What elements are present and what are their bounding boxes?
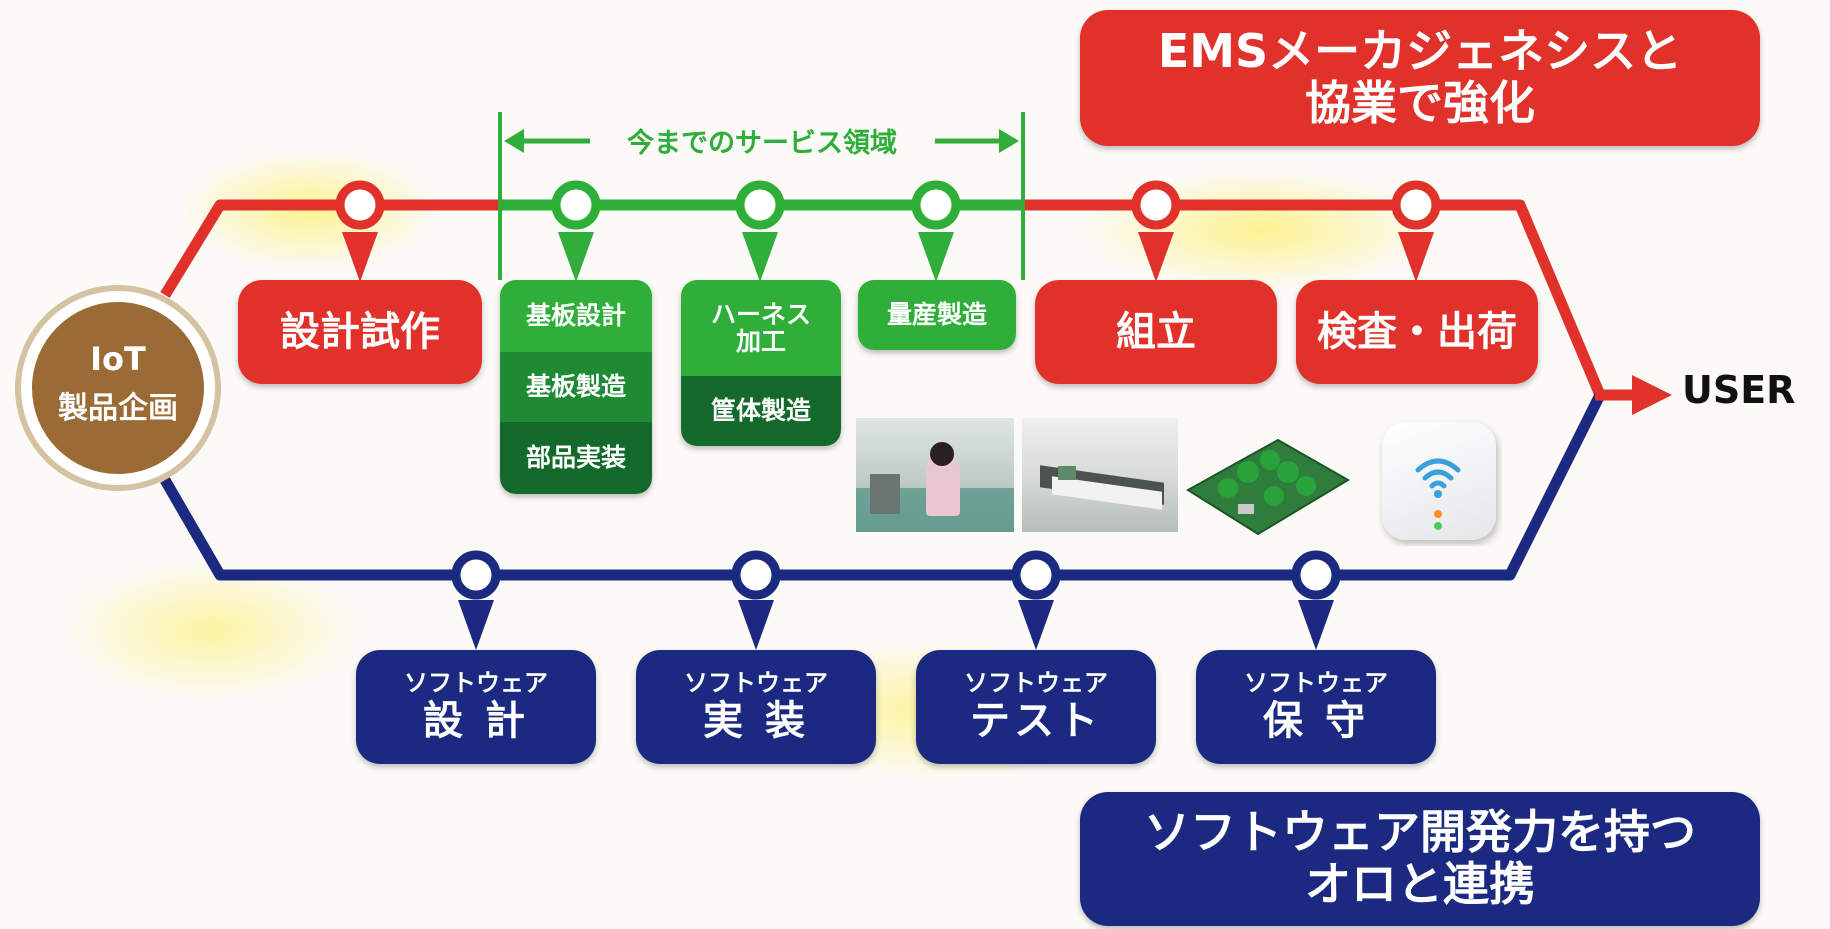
ems-partnership-callout: EMSメーカジェネシスと 協業で強化	[1080, 10, 1760, 146]
hardware-route-left	[160, 199, 500, 298]
sw-step-maintenance-main: 保 守	[1263, 697, 1369, 744]
station-node	[911, 180, 961, 230]
sw-step-design-top: ソフトウェア	[404, 669, 548, 698]
wifi-device-photo	[1378, 418, 1502, 546]
user-label: USER	[1682, 368, 1796, 412]
station-node	[551, 180, 601, 230]
range-arrow-left-head	[504, 129, 524, 153]
station-node	[335, 180, 385, 230]
pointer-sw-maintain	[1298, 600, 1334, 650]
sw-step-maintenance-top: ソフトウェア	[1244, 669, 1388, 698]
sw-step-implementation-main: 実 装	[703, 697, 809, 744]
station-node	[1391, 180, 1441, 230]
board-process-block: 基板設計 基板製造 部品実装	[500, 280, 652, 494]
pointer-mass-production	[918, 232, 954, 282]
software-route	[160, 392, 1605, 581]
production-line-photo	[1022, 418, 1178, 532]
sw-step-maintenance: ソフトウェア 保 守	[1196, 650, 1436, 764]
station-node	[1011, 550, 1061, 600]
step-prototype-label: 設計試作	[280, 309, 440, 355]
station-node	[1291, 550, 1341, 600]
step-harness-line-1: ハーネス	[710, 299, 811, 329]
range-label: 今までのサービス領域	[627, 127, 897, 159]
sw-step-implementation: ソフトウェア 実 装	[636, 650, 876, 764]
mass-production-block: 量産製造	[858, 280, 1016, 350]
step-board-manufacturing: 基板製造	[500, 352, 652, 422]
station-node	[731, 550, 781, 600]
sw-step-test-main: テスト	[970, 697, 1102, 744]
sw-step-design-main: 設 計	[423, 697, 529, 744]
station-node	[451, 550, 501, 600]
pointer-sw-test	[1018, 600, 1054, 650]
station-node	[735, 180, 785, 230]
step-inspection-label: 検査・出荷	[1317, 309, 1517, 355]
step-harness: ハーネス 加工	[681, 280, 841, 376]
software-partnership-callout: ソフトウェア開発力を持つ オロと連携	[1080, 792, 1760, 926]
start-node-label-1: IoT	[90, 340, 146, 378]
sw-step-design: ソフトウェア 設 計	[356, 650, 596, 764]
sw-step-test-top: ソフトウェア	[964, 669, 1108, 698]
circuit-board-photo	[1178, 410, 1356, 546]
range-label-bg	[590, 122, 935, 160]
factory-worker-photo	[856, 418, 1014, 532]
pointer-board-design	[558, 232, 594, 282]
step-inspection-shipping: 検査・出荷	[1296, 280, 1538, 384]
step-enclosure: 筐体製造	[681, 376, 841, 446]
pointer-prototype	[342, 232, 378, 282]
pointer-inspection	[1398, 232, 1434, 282]
ems-callout-line-2: 協業で強化	[1305, 76, 1535, 130]
pointer-harness	[742, 232, 778, 282]
start-node-label-2: 製品企画	[58, 391, 178, 426]
wifi-icon	[1415, 458, 1461, 498]
range-arrow-right-head	[999, 129, 1019, 153]
pointer-sw-design	[458, 600, 494, 650]
step-assembly: 組立	[1035, 280, 1277, 384]
ems-callout-line-1: EMSメーカジェネシスと	[1157, 24, 1683, 79]
sw-step-implementation-top: ソフトウェア	[684, 669, 828, 698]
software-callout-line-1: ソフトウェア開発力を持つ	[1144, 805, 1696, 860]
sw-step-test: ソフトウェア テスト	[916, 650, 1156, 764]
harness-process-block: ハーネス 加工 筐体製造	[681, 280, 841, 446]
pointer-sw-implement	[738, 600, 774, 650]
hardware-route-right	[1025, 199, 1606, 398]
step-prototype: 設計試作	[238, 280, 482, 384]
step-harness-line-2: 加工	[735, 327, 786, 356]
pointer-assembly	[1138, 232, 1174, 282]
step-mass-production: 量産製造	[858, 280, 1016, 350]
start-node	[32, 302, 204, 474]
software-callout-line-2: オロと連携	[1305, 857, 1535, 911]
station-node	[1131, 180, 1181, 230]
user-arrow-head	[1632, 375, 1672, 415]
step-board-design: 基板設計	[500, 280, 652, 352]
step-component-mounting: 部品実装	[500, 422, 652, 494]
step-assembly-label: 組立	[1116, 309, 1196, 355]
